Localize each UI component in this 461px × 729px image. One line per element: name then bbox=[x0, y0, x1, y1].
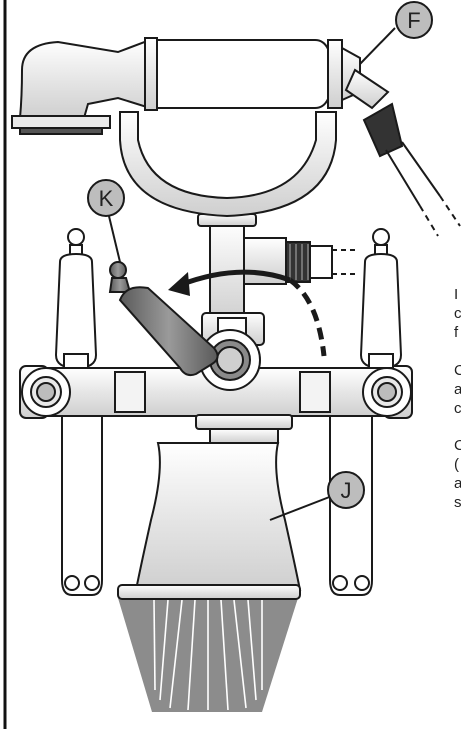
side-text-fragment: c bbox=[454, 305, 461, 322]
right-valve-cap bbox=[362, 365, 413, 419]
bath-spout bbox=[117, 414, 302, 600]
diverter-knob bbox=[199, 329, 261, 391]
side-text-fragment: C bbox=[454, 362, 461, 379]
side-text-fragment: ( bbox=[454, 456, 459, 473]
hose-outlet-fitting bbox=[243, 237, 358, 285]
shower-handset bbox=[11, 37, 361, 135]
side-text-fragment: a bbox=[454, 381, 461, 398]
side-text-fragment: I bbox=[454, 286, 459, 303]
shower-hose bbox=[344, 68, 461, 237]
side-text-fragment: s bbox=[454, 494, 461, 511]
side-text-fragment: f bbox=[454, 324, 459, 341]
callout-label-f: F bbox=[407, 8, 420, 33]
left-valve-cap bbox=[19, 365, 71, 419]
water-stream-icon bbox=[118, 598, 298, 712]
callout-j: J bbox=[269, 471, 365, 521]
diverter-lever bbox=[108, 261, 219, 377]
callout-k: K bbox=[87, 179, 125, 263]
callout-f: F bbox=[359, 1, 433, 65]
callout-label-j: J bbox=[341, 478, 352, 503]
callout-label-k: K bbox=[99, 186, 114, 211]
side-text-fragment: a bbox=[454, 475, 461, 492]
handset-cradle bbox=[119, 111, 337, 218]
left-lever-handle bbox=[54, 228, 98, 370]
side-text-fragment: c bbox=[454, 400, 461, 417]
right-lever-handle bbox=[359, 228, 403, 370]
left-leg bbox=[61, 410, 103, 596]
side-text-fragment: C bbox=[454, 437, 461, 454]
curved-arrow-icon bbox=[168, 269, 327, 357]
